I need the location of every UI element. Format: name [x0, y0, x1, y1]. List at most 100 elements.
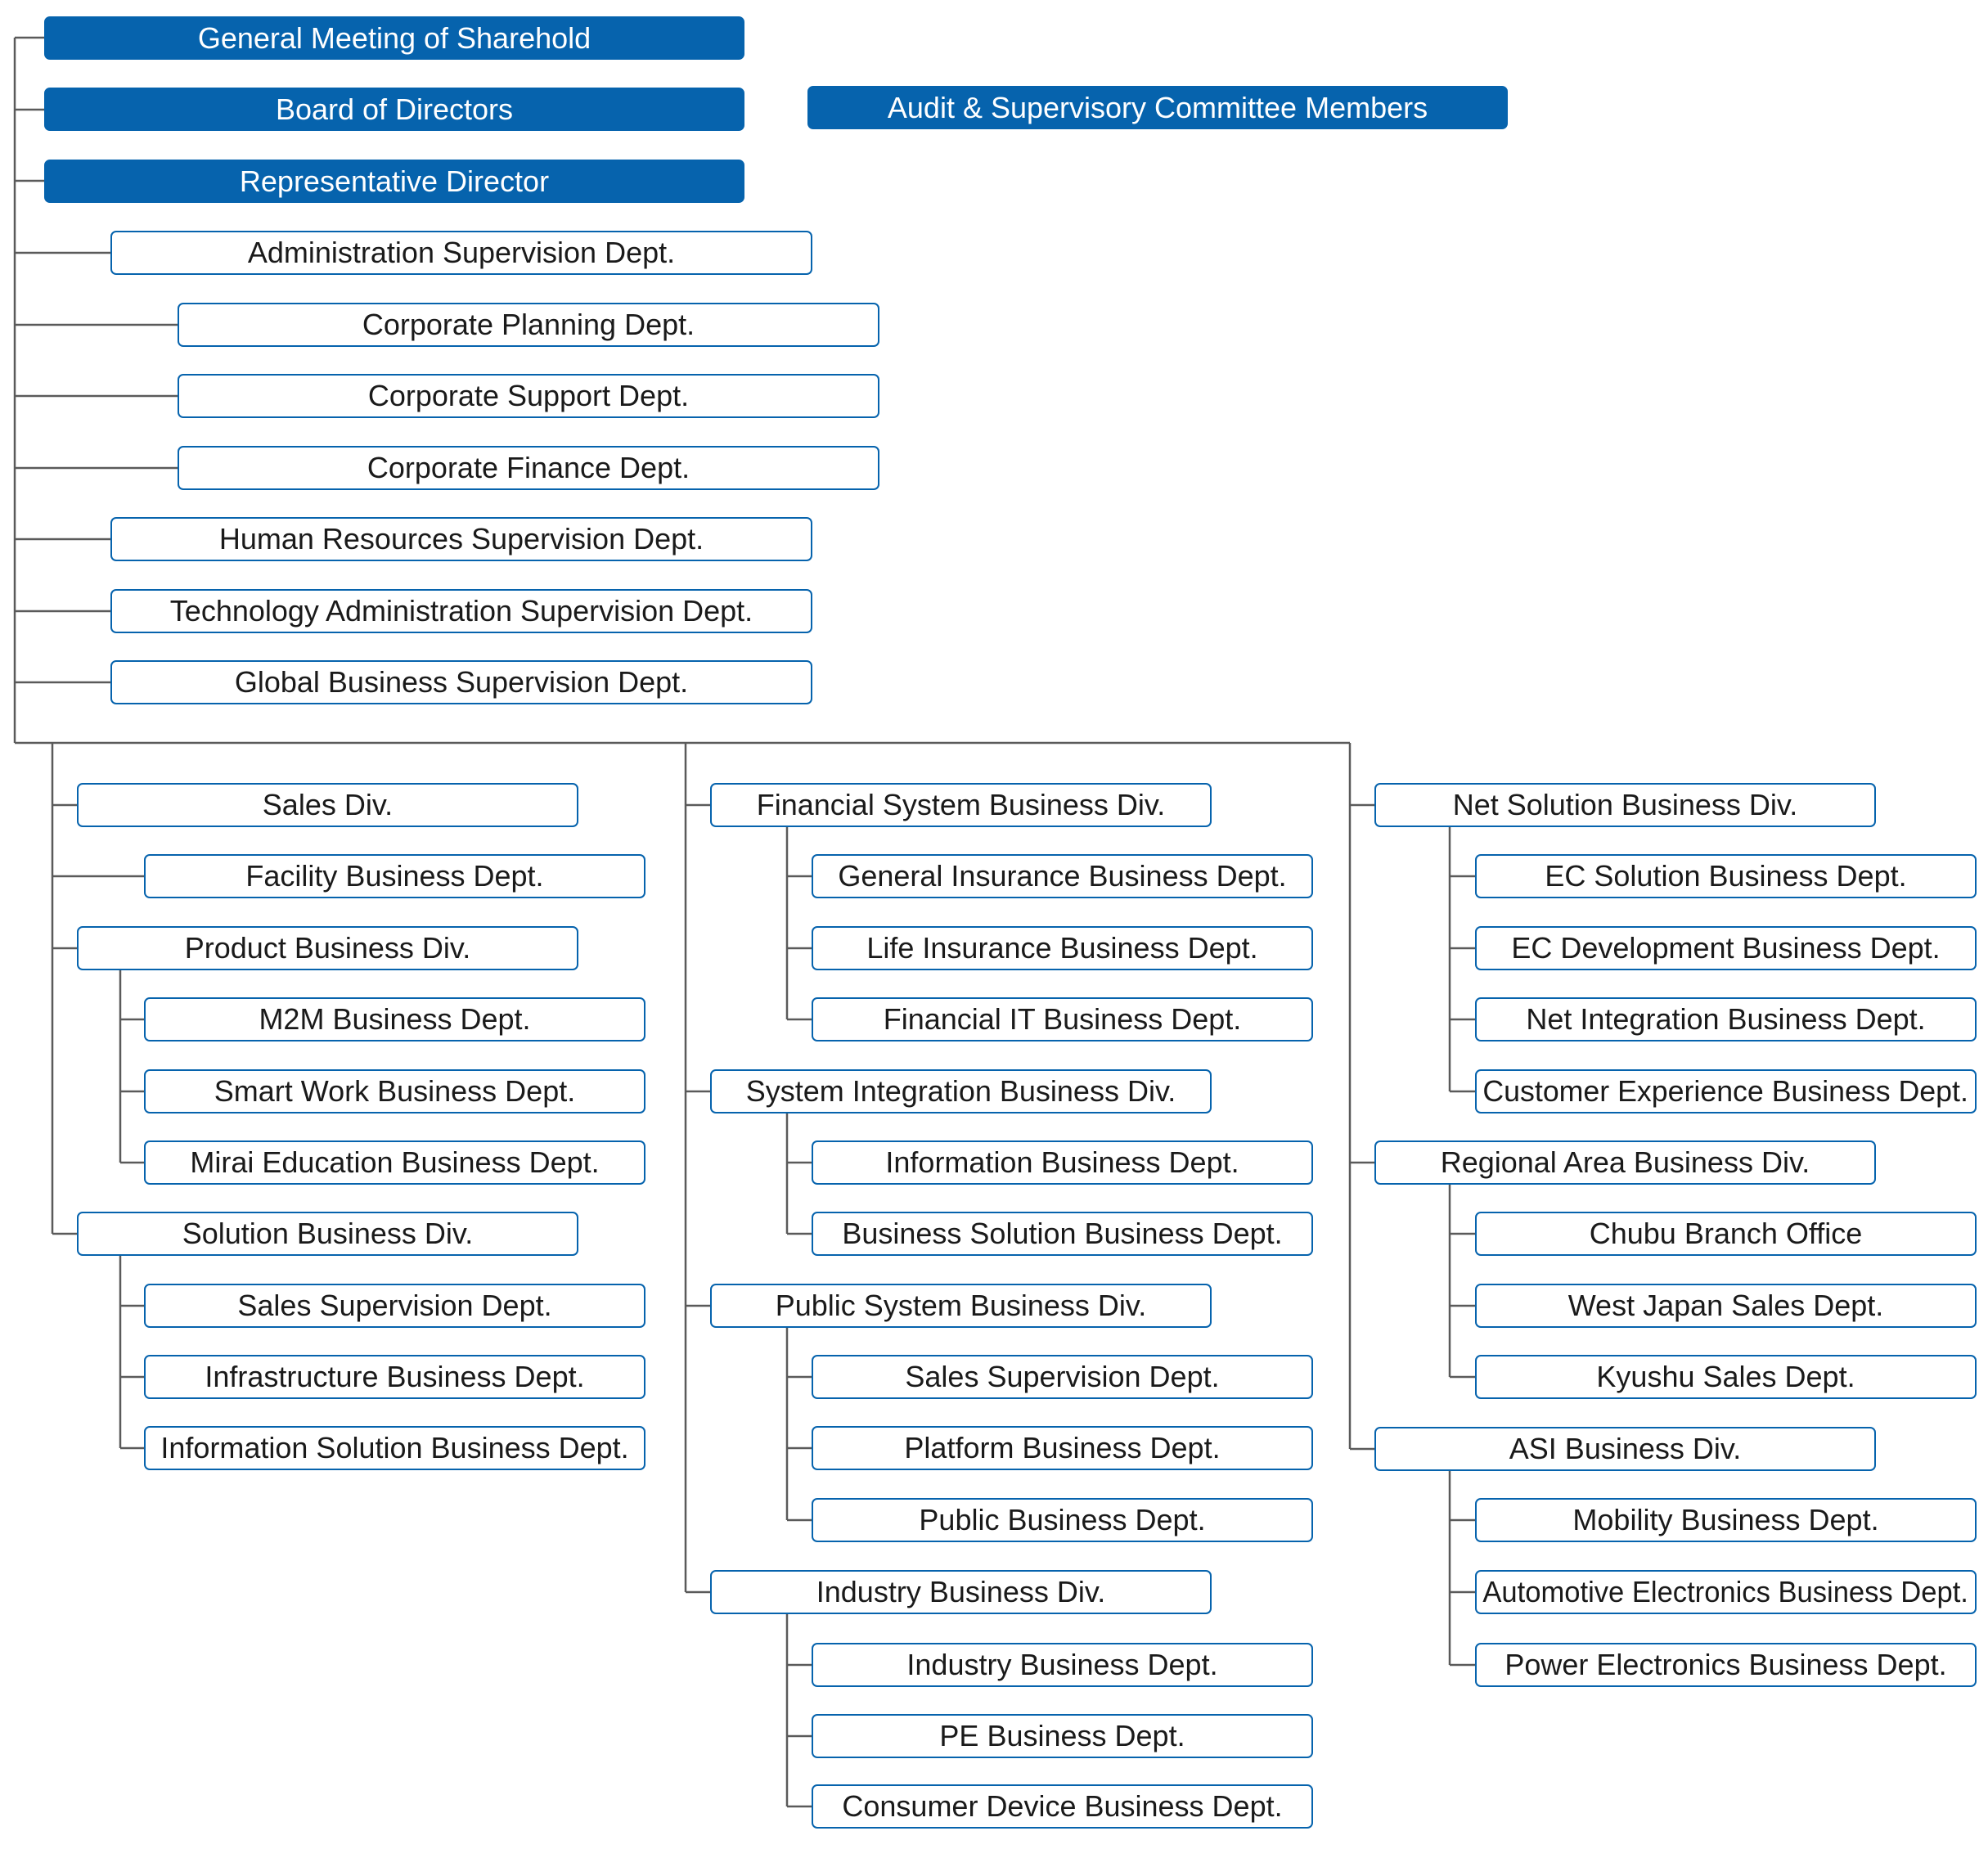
dept-box-information-business: Information Business Dept. [812, 1140, 1313, 1185]
dept-label: Technology Administration Supervision De… [169, 594, 753, 628]
dept-box-mobility-business: Mobility Business Dept. [1475, 1498, 1977, 1542]
dept-box-infrastructure-business: Infrastructure Business Dept. [144, 1355, 645, 1399]
dept-box-platform-business: Platform Business Dept. [812, 1426, 1313, 1470]
dept-box-business-solution-business: Business Solution Business Dept. [812, 1212, 1313, 1256]
general-meeting-box: General Meeting of Sharehold [44, 16, 744, 60]
dept-box-public-business: Public Business Dept. [812, 1498, 1313, 1542]
dept-box-corporate-finance: Corporate Finance Dept. [178, 446, 879, 490]
dept-label: West Japan Sales Dept. [1567, 1289, 1884, 1322]
dept-label: Corporate Support Dept. [367, 379, 690, 412]
dept-label: Automotive Electronics Business Dept. [1482, 1575, 1969, 1608]
div-box-industry-business: Industry Business Div. [710, 1570, 1212, 1614]
dept-label: Consumer Device Business Dept. [842, 1789, 1283, 1823]
dept-label: General Insurance Business Dept. [838, 859, 1287, 893]
dept-label: Administration Supervision Dept. [247, 236, 676, 269]
dept-box-corporate-planning: Corporate Planning Dept. [178, 303, 879, 347]
dept-box-technology-administration: Technology Administration Supervision De… [110, 589, 812, 633]
board-of-directors-box: Board of Directors [44, 88, 744, 131]
dept-box-net-integration-business: Net Integration Business Dept. [1475, 997, 1977, 1041]
dept-label: Facility Business Dept. [245, 859, 544, 893]
div-box-regional-area-business: Regional Area Business Div. [1374, 1140, 1876, 1185]
general-meeting-label: General Meeting of Sharehold [197, 20, 591, 55]
div-box-net-solution-business: Net Solution Business Div. [1374, 783, 1876, 827]
div-label: Product Business Div. [184, 931, 471, 965]
dept-box-m2m-business: M2M Business Dept. [144, 997, 645, 1041]
dept-box-west-japan-sales: West Japan Sales Dept. [1475, 1284, 1977, 1328]
dept-label: Mirai Education Business Dept. [190, 1145, 600, 1179]
dept-box-information-solution-business: Information Solution Business Dept. [144, 1426, 645, 1470]
dept-label: Customer Experience Business Dept. [1482, 1074, 1969, 1108]
div-label: ASI Business Div. [1509, 1432, 1742, 1465]
dept-label: Smart Work Business Dept. [214, 1074, 576, 1108]
dept-label: Kyushu Sales Dept. [1596, 1360, 1855, 1393]
dept-label: Global Business Supervision Dept. [234, 665, 689, 699]
div-label: Net Solution Business Div. [1452, 788, 1798, 821]
div-label: Public System Business Div. [775, 1289, 1147, 1322]
div-box-system-integration-business: System Integration Business Div. [710, 1069, 1212, 1113]
div-box-public-system-business: Public System Business Div. [710, 1284, 1212, 1328]
div-box-sales: Sales Div. [77, 783, 578, 827]
dept-box-global-business: Global Business Supervision Dept. [110, 660, 812, 704]
dept-label: EC Development Business Dept. [1511, 931, 1941, 965]
dept-label: Information Solution Business Dept. [160, 1431, 629, 1464]
dept-box-human-resources: Human Resources Supervision Dept. [110, 517, 812, 561]
dept-label: Chubu Branch Office [1589, 1217, 1863, 1250]
dept-box-chubu-branch-office: Chubu Branch Office [1475, 1212, 1977, 1256]
dept-label: Power Electronics Business Dept. [1504, 1648, 1947, 1681]
div-label: Regional Area Business Div. [1440, 1145, 1810, 1179]
dept-box-corporate-support: Corporate Support Dept. [178, 374, 879, 418]
dept-label: M2M Business Dept. [259, 1002, 531, 1036]
dept-box-administration-supervision: Administration Supervision Dept. [110, 231, 812, 275]
dept-label: Life Insurance Business Dept. [866, 931, 1258, 965]
dept-box-facility-business: Facility Business Dept. [144, 854, 645, 898]
dept-box-sales-supervision-1: Sales Supervision Dept. [144, 1284, 645, 1328]
div-box-financial-system-business: Financial System Business Div. [710, 783, 1212, 827]
dept-box-life-insurance-business: Life Insurance Business Dept. [812, 926, 1313, 970]
board-of-directors-label: Board of Directors [275, 92, 514, 126]
dept-label: Financial IT Business Dept. [883, 1002, 1242, 1036]
dept-label: Corporate Planning Dept. [362, 308, 695, 341]
dept-label: Sales Supervision Dept. [905, 1360, 1220, 1393]
dept-box-ec-development-business: EC Development Business Dept. [1475, 926, 1977, 970]
dept-box-ec-solution-business: EC Solution Business Dept. [1475, 854, 1977, 898]
dept-box-mirai-education-business: Mirai Education Business Dept. [144, 1140, 645, 1185]
dept-label: Net Integration Business Dept. [1526, 1002, 1926, 1036]
dept-box-pe-business: PE Business Dept. [812, 1714, 1313, 1758]
dept-box-automotive-electronics-business: Automotive Electronics Business Dept. [1475, 1570, 1977, 1614]
div-label: System Integration Business Div. [745, 1074, 1176, 1108]
dept-box-customer-experience-business: Customer Experience Business Dept. [1475, 1069, 1977, 1113]
dept-label: Sales Supervision Dept. [237, 1289, 552, 1322]
div-box-solution-business: Solution Business Div. [77, 1212, 578, 1256]
audit-committee-label: Audit & Supervisory Committee Members [887, 90, 1428, 124]
dept-box-kyushu-sales: Kyushu Sales Dept. [1475, 1355, 1977, 1399]
div-label: Financial System Business Div. [756, 788, 1166, 821]
dept-label: Public Business Dept. [919, 1503, 1206, 1536]
div-label: Solution Business Div. [182, 1217, 474, 1250]
representative-director-label: Representative Director [239, 164, 550, 198]
dept-label: Information Business Dept. [885, 1145, 1239, 1179]
div-label: Sales Div. [262, 788, 394, 821]
representative-director-box: Representative Director [44, 160, 744, 203]
div-box-product-business: Product Business Div. [77, 926, 578, 970]
dept-label: Infrastructure Business Dept. [205, 1360, 585, 1393]
dept-label: Human Resources Supervision Dept. [218, 522, 704, 556]
dept-label: Corporate Finance Dept. [367, 451, 690, 484]
dept-box-financial-it-business: Financial IT Business Dept. [812, 997, 1313, 1041]
dept-box-sales-supervision-2: Sales Supervision Dept. [812, 1355, 1313, 1399]
dept-box-power-electronics-business: Power Electronics Business Dept. [1475, 1643, 1977, 1687]
dept-label: Business Solution Business Dept. [842, 1217, 1283, 1250]
dept-box-consumer-device-business: Consumer Device Business Dept. [812, 1784, 1313, 1829]
dept-label: PE Business Dept. [939, 1719, 1185, 1752]
dept-label: Platform Business Dept. [904, 1431, 1221, 1464]
dept-box-general-insurance-business: General Insurance Business Dept. [812, 854, 1313, 898]
dept-label: EC Solution Business Dept. [1545, 859, 1907, 893]
dept-label: Industry Business Dept. [906, 1648, 1218, 1681]
audit-committee-box: Audit & Supervisory Committee Members [807, 86, 1508, 129]
dept-box-industry-business: Industry Business Dept. [812, 1643, 1313, 1687]
div-box-asi-business: ASI Business Div. [1374, 1427, 1876, 1471]
dept-label: Mobility Business Dept. [1572, 1503, 1879, 1536]
dept-box-smart-work-business: Smart Work Business Dept. [144, 1069, 645, 1113]
div-label: Industry Business Div. [816, 1575, 1106, 1608]
